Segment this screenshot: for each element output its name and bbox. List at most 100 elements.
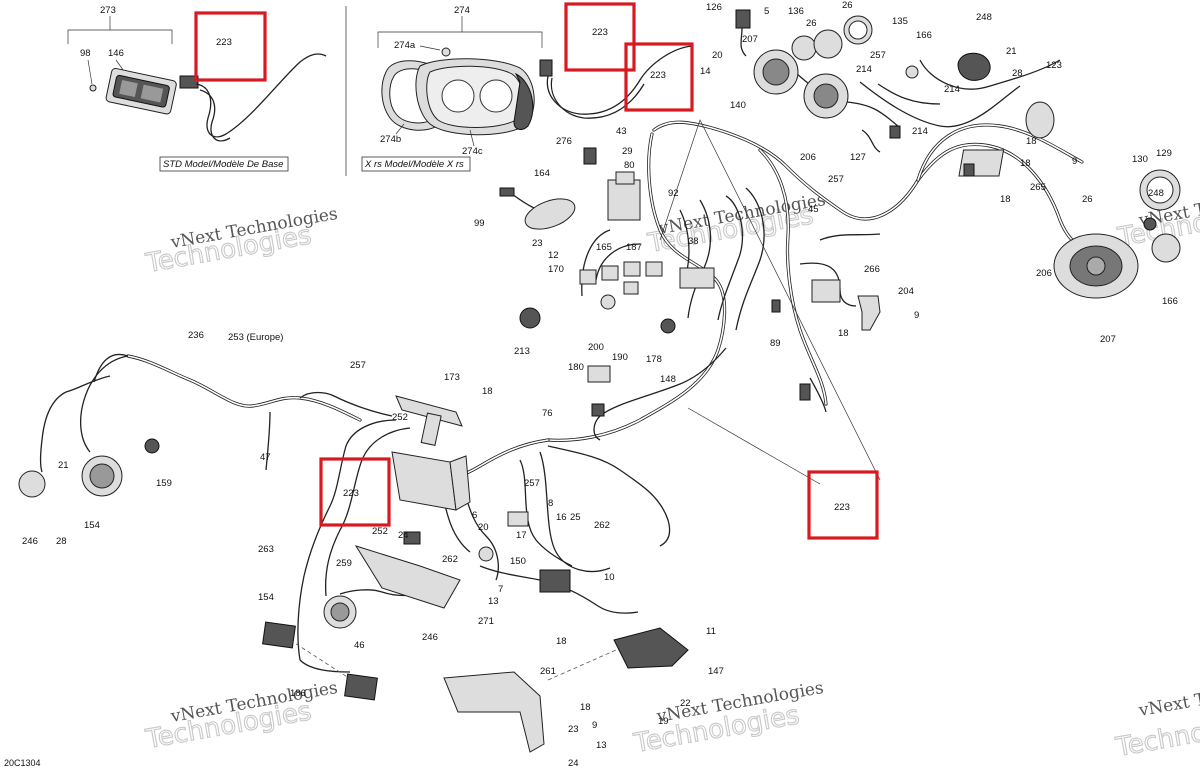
alignment-line [289, 639, 353, 681]
license-plate-bracket [443, 671, 545, 753]
callout-label: 223 [650, 70, 666, 81]
callout-label: 159 [156, 478, 172, 489]
callout-label: 214 [912, 126, 928, 137]
callout-label: 98 [80, 48, 91, 59]
callout-label: 18 [1026, 136, 1037, 147]
callout-label: 274c [462, 146, 483, 157]
callout-label: 18 [556, 636, 567, 647]
callout-label: 214 [856, 64, 872, 75]
callout-label: 28 [1012, 68, 1023, 79]
harness-trunk [126, 354, 362, 422]
callout-label: 13 [596, 740, 607, 751]
callout-label: 178 [646, 354, 662, 365]
wire-segment [539, 451, 611, 573]
harness-branch [917, 143, 1093, 249]
callout-label: 248 [1148, 188, 1164, 199]
connector-part [179, 75, 199, 89]
switch-part [600, 294, 616, 310]
horn-part [1025, 101, 1055, 139]
leader-line [419, 45, 441, 51]
harness-branch [917, 124, 1083, 181]
wire-segment [735, 187, 765, 331]
relay-part [478, 546, 494, 562]
wire-segment [79, 355, 129, 453]
callout-label: 136 [788, 6, 804, 17]
callout-label: 26 [842, 0, 853, 11]
leader-line [395, 123, 405, 135]
wire-segment [595, 243, 641, 281]
wire-segment [877, 83, 941, 105]
callout-label: 99 [474, 218, 485, 229]
callout-label: 127 [850, 152, 866, 163]
callout-label: 223 [834, 502, 850, 513]
callout-label: 28 [56, 536, 67, 547]
wire-segment [199, 89, 231, 142]
wire-segment [299, 659, 351, 673]
callout-label: 274a [394, 40, 416, 51]
callout-label: 257 [828, 174, 844, 185]
drawing-code: 20C1304 [4, 758, 41, 768]
callout-label: 5 [764, 6, 769, 17]
highlight-box [194, 11, 267, 82]
wire-segment [519, 459, 573, 567]
callout-label: 22 [680, 698, 691, 709]
battery-tray-part [354, 545, 461, 609]
callout-label: 18 [580, 702, 591, 713]
callout-label: 246 [422, 632, 438, 643]
leader-line [87, 59, 93, 85]
callout-label: 186 [290, 688, 306, 699]
callout-label: 92 [668, 188, 679, 199]
connector-part [587, 365, 611, 383]
callout-label: 18 [1020, 158, 1031, 169]
callout-label: 252 [372, 526, 388, 537]
callout-label: 257 [350, 360, 366, 371]
callout-label: 274b [380, 134, 401, 145]
bracket-part [395, 395, 463, 427]
relay-box-part [607, 179, 641, 221]
callout-label: 265 [1030, 182, 1046, 193]
callout-label: 147 [708, 666, 724, 677]
highlight-box [564, 2, 636, 72]
callout-label: 223 [216, 37, 232, 48]
callout-label: 173 [444, 372, 460, 383]
callout-label: 187 [626, 242, 642, 253]
bracket-part [857, 295, 881, 331]
callout-label: 207 [742, 34, 758, 45]
bulb-part [144, 438, 160, 454]
relay-box-part [615, 171, 635, 185]
wire-segment [819, 233, 881, 241]
sensor-part [957, 52, 991, 81]
callout-label: 10 [604, 572, 615, 583]
wire-segment [39, 391, 67, 473]
callout-label: 38 [688, 236, 699, 247]
headlight-part [753, 29, 843, 95]
fuse-part [420, 412, 442, 446]
callout-label: 236 [188, 330, 204, 341]
callout-label: 214 [944, 84, 960, 95]
control-module-part [613, 627, 689, 669]
callout-label: 23 [568, 724, 579, 735]
connector-part [507, 511, 529, 527]
relay-part [645, 261, 663, 277]
callout-label: 271 [478, 616, 494, 627]
socket-part [519, 307, 541, 329]
callout-label: 21 [58, 460, 69, 471]
callout-label: 123 [1046, 60, 1062, 71]
callout-label: 257 [870, 50, 886, 61]
battery-part [391, 451, 457, 511]
callout-label: 20 [712, 50, 723, 61]
callout-label: 154 [258, 592, 274, 603]
reflector-part [262, 621, 296, 649]
bulb-part [905, 65, 919, 79]
main-harness [39, 59, 1094, 673]
callout-label: 207 [1100, 334, 1116, 345]
group-bracket [377, 31, 543, 48]
wire-segment [546, 45, 693, 115]
callout-label: 223 [343, 488, 359, 499]
model-caption: X rs Model/Modèle X rs [364, 159, 464, 170]
callout-label: 46 [354, 640, 365, 651]
callout-label: 166 [1162, 296, 1178, 307]
harness-trunk [547, 133, 726, 442]
wire-segment [297, 419, 397, 661]
alignment-line [547, 649, 617, 681]
